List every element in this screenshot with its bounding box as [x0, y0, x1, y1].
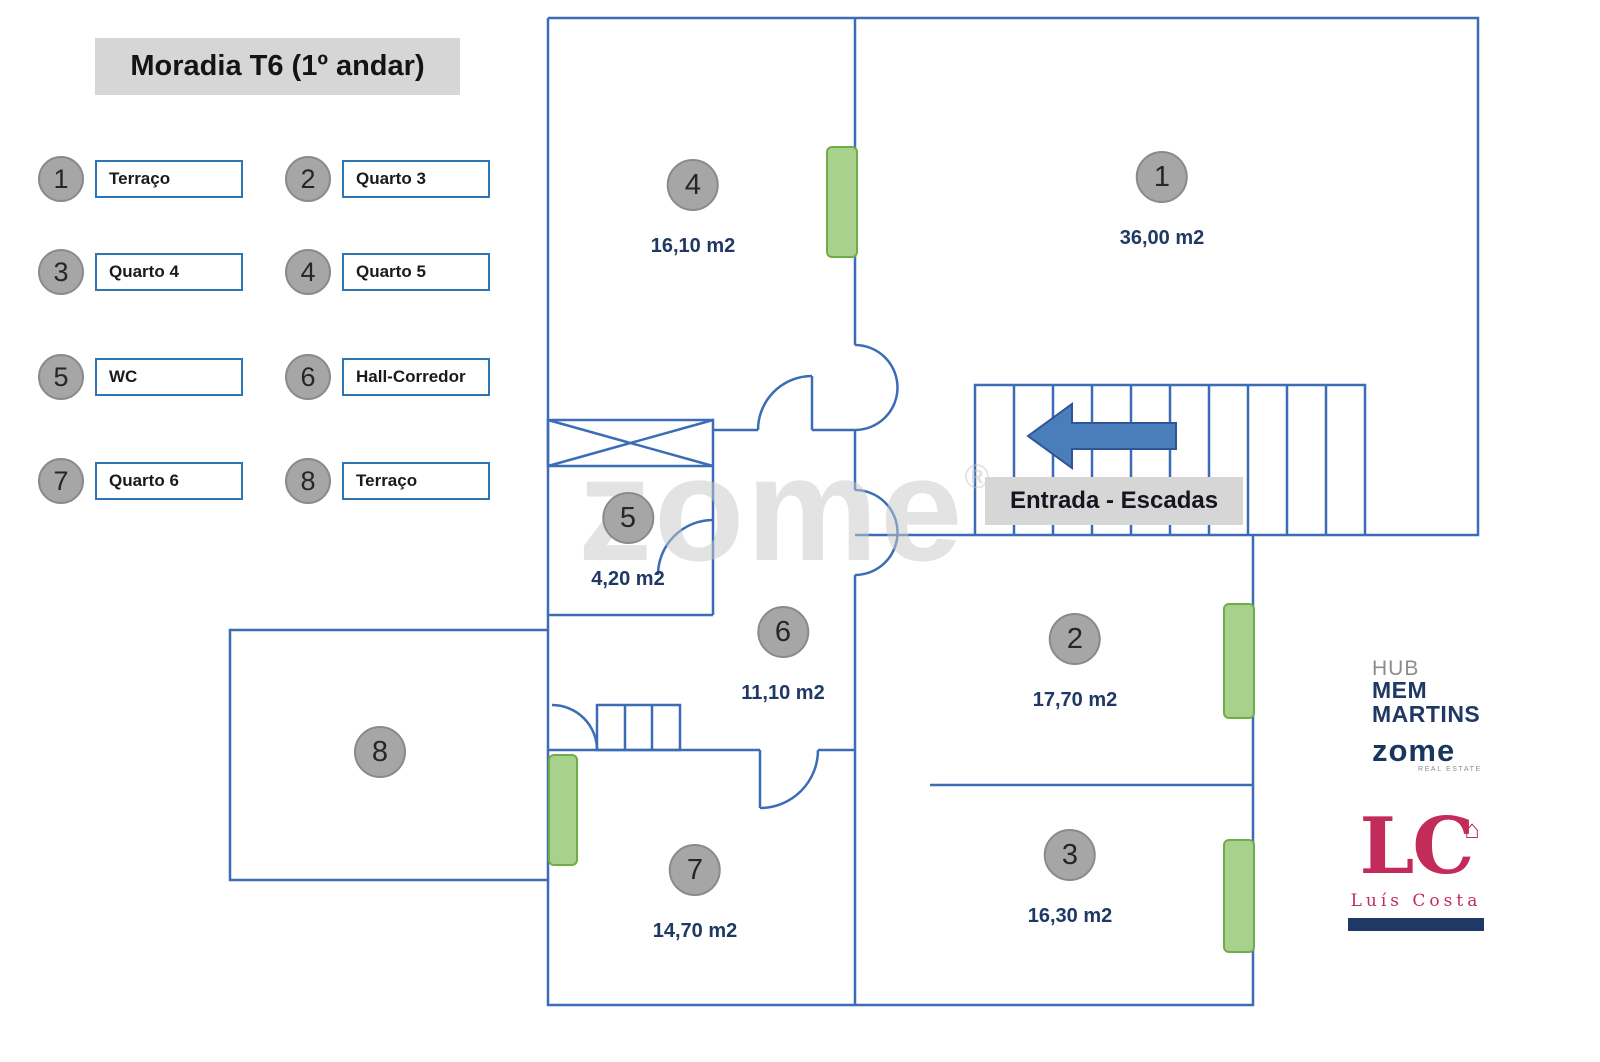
walls [228, 16, 1480, 1007]
room-number: 5 [601, 492, 654, 544]
page-title: Moradia T6 (1º andar) [95, 38, 460, 95]
luis-costa-logo: LC ⌂ Luís Costa [1348, 808, 1484, 931]
room-area: 16,30 m2 [1027, 905, 1113, 927]
hub-mem-martins-logo: HUB MEM MARTINS zome REAL ESTATE [1372, 658, 1482, 773]
room-area: 11,10 m2 [741, 682, 825, 704]
room-area: 14,70 m2 [652, 920, 738, 942]
zome-logo: zome [1372, 733, 1456, 769]
room-marker-4: 4 16,10 m2 [650, 159, 736, 258]
hub-mem-text: MEM [1372, 677, 1428, 704]
room-number: 6 [756, 606, 809, 658]
hall-steps-arc [551, 703, 599, 751]
room7-door-arc [759, 749, 820, 810]
hall-steps-lines [623, 705, 654, 750]
legend-label-box: Hall-Corredor [342, 358, 490, 396]
room-number: 8 [354, 726, 406, 778]
hub-text: HUB [1372, 657, 1420, 680]
room-marker-3: 3 16,30 m2 [1027, 829, 1113, 928]
door-arc-landing-bottom [854, 488, 899, 577]
legend-number-circle: 7 [38, 458, 84, 504]
legend-item-3: 3 Quarto 4 [38, 249, 243, 295]
room-marker-2: 2 17,70 m2 [1032, 613, 1118, 712]
entrance-label: Entrada - Escadas [985, 477, 1243, 525]
room-area: 16,10 m2 [650, 235, 736, 257]
outer-wall-left-bottom [546, 18, 1255, 1007]
room-area: 36,00 m2 [1119, 227, 1205, 249]
legend-label-box: Quarto 6 [95, 462, 243, 500]
legend-number-circle: 8 [285, 458, 331, 504]
legend-label-box: Quarto 5 [342, 253, 490, 291]
legend-label-box: Quarto 4 [95, 253, 243, 291]
legend-number-circle: 2 [285, 156, 331, 202]
legend-item-2: 2 Quarto 3 [285, 156, 490, 202]
room-marker-5: 5 4,20 m2 [591, 492, 665, 591]
room-number: 3 [1043, 829, 1096, 881]
room4-door-arc [756, 374, 813, 431]
room-number: 7 [668, 844, 721, 896]
room-marker-7: 7 14,70 m2 [652, 844, 738, 943]
room-marker-1: 1 36,00 m2 [1119, 151, 1205, 250]
entrance-arrow-icon [1026, 402, 1177, 470]
legend-label-box: WC [95, 358, 243, 396]
legend-item-1: 1 Terraço [38, 156, 243, 202]
legend-number-circle: 3 [38, 249, 84, 295]
legend-item-4: 4 Quarto 5 [285, 249, 490, 295]
hub-martins-text: MARTINS [1372, 700, 1481, 727]
legend-number-circle: 6 [285, 354, 331, 400]
legend-label-box: Terraço [95, 160, 243, 198]
door-arc-landing-top [854, 343, 899, 432]
room-marker-6: 6 11,10 m2 [741, 606, 825, 705]
room-area: 4,20 m2 [591, 568, 665, 590]
windows [548, 146, 1255, 953]
house-icon: ⌂ [1464, 814, 1480, 844]
room-number: 2 [1048, 613, 1101, 665]
legend-label-box: Quarto 3 [342, 160, 490, 198]
window-room7 [548, 754, 578, 866]
window-room2 [1223, 603, 1255, 719]
stair-steps [1012, 385, 1328, 535]
legend-number-circle: 1 [38, 156, 84, 202]
legend-item-7: 7 Quarto 6 [38, 458, 243, 504]
hall-steps-outline [595, 703, 682, 752]
room-number: 1 [1135, 151, 1188, 203]
outer-wall-top-right [548, 16, 1480, 537]
room-marker-8: 8 [354, 726, 406, 802]
lc-name-text: Luís Costa [1350, 891, 1482, 911]
legend-label-box: Terraço [342, 462, 490, 500]
legend-item-8: 8 Terraço [285, 458, 490, 504]
legend-number-circle: 5 [38, 354, 84, 400]
legend-item-6: 6 Hall-Corredor [285, 354, 490, 400]
closet-cross [547, 418, 714, 468]
closet-box [546, 418, 715, 468]
wc-door-arc [656, 518, 714, 576]
window-room3 [1223, 839, 1255, 953]
terrace-outline [228, 628, 548, 882]
zome-tagline: REAL ESTATE [1418, 765, 1482, 773]
window-room4 [826, 146, 858, 258]
legend-item-5: 5 WC [38, 354, 243, 400]
lc-logo-bar [1348, 918, 1484, 931]
lc-monogram: LC [1359, 801, 1475, 892]
room-area: 17,70 m2 [1032, 689, 1118, 711]
room-number: 4 [666, 159, 719, 211]
legend-number-circle: 4 [285, 249, 331, 295]
